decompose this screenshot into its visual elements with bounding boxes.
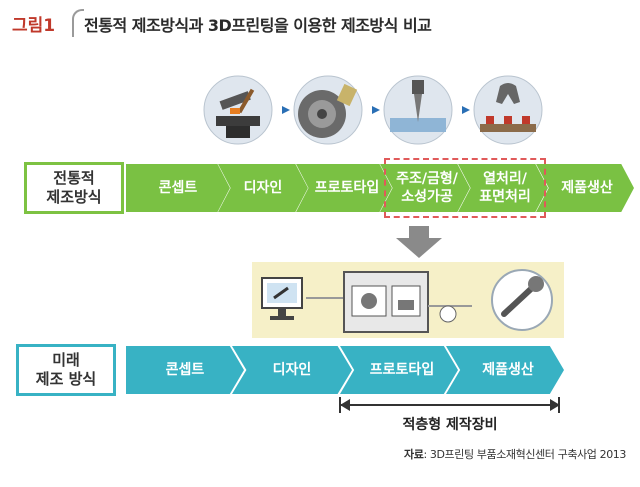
future-illustrations <box>252 262 564 338</box>
traditional-method-label: 전통적 제조방식 <box>24 162 124 214</box>
figure-title: 전통적 제조방식과 3D프린팅을 이용한 제조방식 비교 <box>84 16 432 35</box>
figure-label: 그림1 <box>12 16 56 36</box>
future-step-design: 디자인 <box>232 346 352 394</box>
additive-equipment-label: 적층형 제작장비 <box>402 417 498 433</box>
bracket-right-arrow-icon <box>550 399 560 411</box>
replaced-steps-box <box>384 158 546 218</box>
step-label: 제품생산 <box>561 180 613 196</box>
traditional-step-production: 제품생산 <box>536 164 634 212</box>
step-label: 디자인 <box>272 362 312 378</box>
source-sep: : <box>423 448 427 461</box>
traditional-step-heat-treatment: 열처리/ 표면처리 <box>458 164 548 212</box>
step-label: 콘셉트 <box>165 362 205 378</box>
title-bracket <box>72 9 84 37</box>
traditional-step-prototype: 프로토타입 <box>296 164 392 212</box>
traditional-step-casting: 주조/금형/ 소성가공 <box>380 164 470 212</box>
bracket-line <box>340 404 560 406</box>
source-text: 3D프린팅 부품소재혁신센터 구축사업 2013 <box>426 448 627 461</box>
monitor-icon <box>261 277 303 320</box>
step-label: 제품생산 <box>482 362 534 378</box>
future-method-label: 미래 제조 방식 <box>16 344 116 396</box>
step-label: 프로토타입 <box>314 180 380 196</box>
arrow-icon <box>372 106 380 114</box>
part-icon <box>491 269 553 331</box>
step-label-line1: 열처리/ <box>483 171 527 187</box>
arrow-icon <box>282 106 290 114</box>
traditional-label-line2: 제조방식 <box>46 188 102 206</box>
drill-icon <box>383 75 453 145</box>
step-label: 디자인 <box>243 180 283 196</box>
traditional-step-design: 디자인 <box>218 164 308 212</box>
future-label-line1: 미래 <box>52 351 80 369</box>
down-arrow-icon <box>396 226 442 258</box>
future-step-production: 제품생산 <box>446 346 564 394</box>
source-key: 자료 <box>403 448 424 461</box>
machining-disc-icon <box>293 75 363 145</box>
traditional-label-line1: 전통적 <box>53 169 95 187</box>
anvil-hammer-icon <box>203 75 273 145</box>
step-label: 프로토타입 <box>369 362 435 378</box>
3d-printer-icon <box>343 271 429 333</box>
traditional-step-concept: 콘셉트 <box>126 164 230 212</box>
step-label-line2: 표면처리 <box>479 189 531 205</box>
step-label-line1: 주조/금형/ <box>396 171 458 187</box>
arrow-icon <box>462 106 470 114</box>
robot-arm-icon <box>473 75 543 145</box>
future-step-prototype: 프로토타입 <box>340 346 458 394</box>
traditional-illustrations <box>203 75 543 145</box>
step-label-line2: 소성가공 <box>401 189 453 205</box>
source-note: 자료: 3D프린팅 부품소재혁신센터 구축사업 2013 <box>404 446 626 462</box>
bracket-left-arrow-icon <box>340 399 350 411</box>
future-label-line2: 제조 방식 <box>35 370 97 388</box>
step-label: 콘셉트 <box>158 180 198 196</box>
future-step-concept: 콘셉트 <box>126 346 244 394</box>
